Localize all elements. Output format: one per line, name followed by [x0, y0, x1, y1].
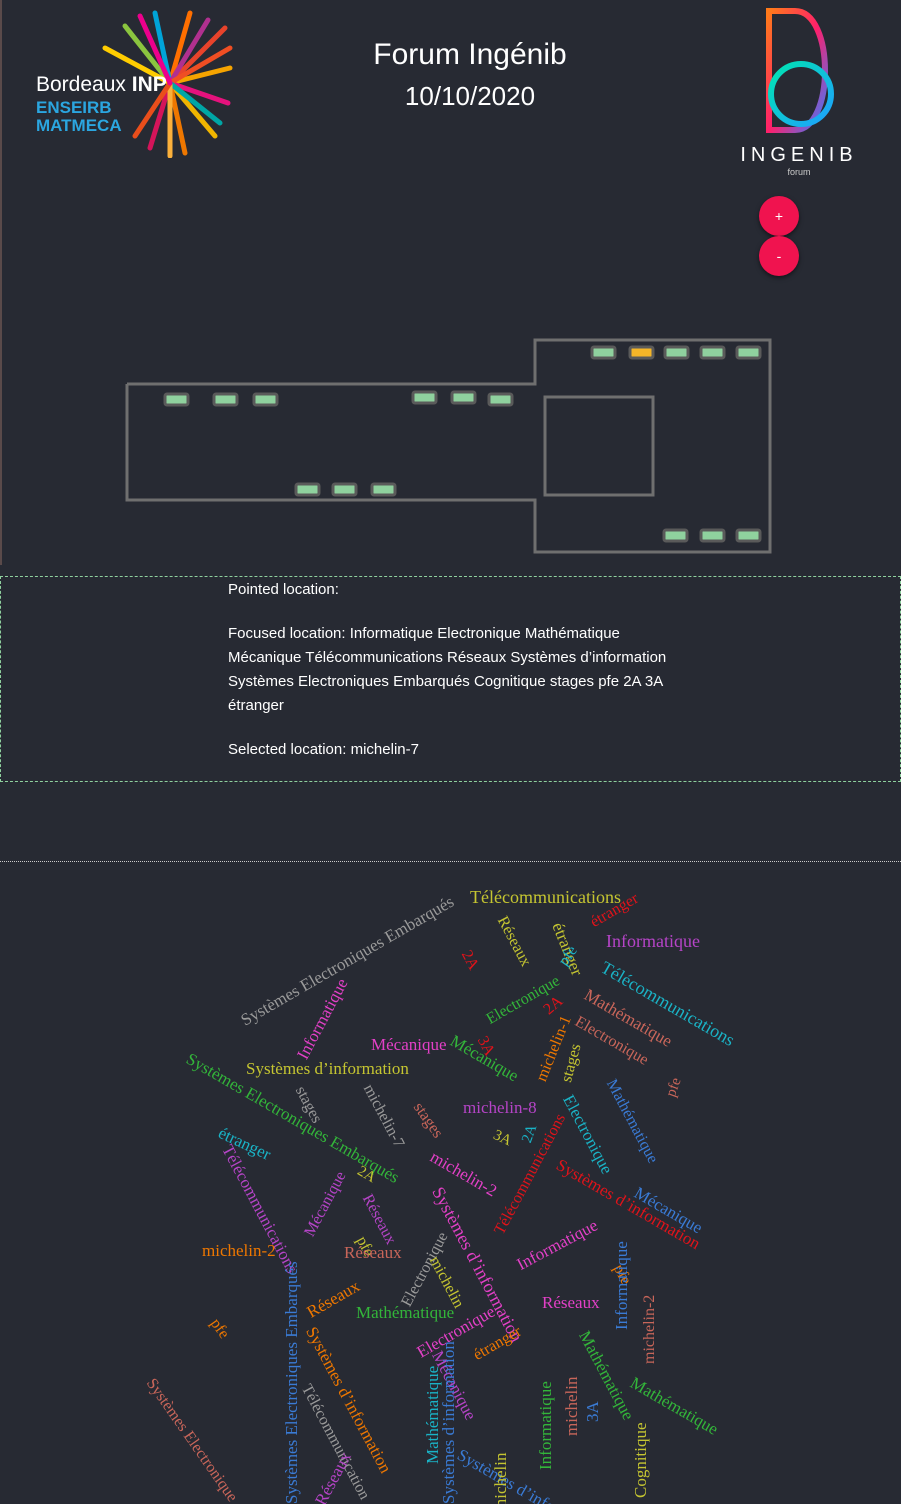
cloud-word: michelin-8 [463, 1098, 537, 1117]
stand-selected[interactable] [628, 345, 655, 360]
left-edge-bar [0, 0, 2, 565]
location-info-panel: Pointed location: Focused location: Info… [0, 576, 901, 782]
stand[interactable] [735, 528, 762, 543]
floor-plan-svg [125, 338, 772, 554]
cloud-word: michelin-2 [641, 1294, 658, 1364]
cloud-word: 3A [583, 1401, 602, 1422]
location-info-text: Pointed location: Focused location: Info… [228, 577, 678, 762]
cloud-word: 3A [490, 1127, 515, 1150]
cloud-word: Télécommunications [470, 887, 621, 907]
cloud-word: Réseaux [493, 913, 535, 970]
center-block [543, 395, 655, 497]
cloud-word: Systèmes d’information [439, 1341, 458, 1504]
title-block: Forum Ingénib 10/10/2020 [300, 36, 640, 114]
cloud-word: Informatique [606, 931, 700, 951]
cloud-word: Informatique [612, 1241, 631, 1330]
ingenib-logo: INGENIB forum [735, 6, 860, 181]
zoom-in-button[interactable]: + [759, 196, 799, 236]
cloud-word: michelin-2 [202, 1241, 276, 1260]
floor-outline [125, 338, 772, 554]
cloud-word: Informatique [536, 1381, 555, 1470]
cloud-word: Réseaux [344, 1243, 402, 1262]
cloud-word: Mécanique [301, 1168, 350, 1240]
floor-plan [0, 300, 901, 570]
cloud-word: étranger [470, 1322, 525, 1364]
cloud-word: Réseaux [303, 1276, 363, 1322]
page-title: Forum Ingénib [373, 38, 567, 71]
section-divider [0, 861, 901, 862]
event-date: 10/10/2020 [404, 81, 536, 111]
stand[interactable] [212, 392, 239, 407]
stand[interactable] [735, 345, 762, 360]
cloud-word: Mathématique [602, 1076, 662, 1167]
stand[interactable] [699, 345, 726, 360]
ingenib-mark-icon [766, 8, 834, 133]
sunburst-icon [102, 10, 233, 159]
stand[interactable] [487, 392, 514, 407]
stand[interactable] [663, 345, 690, 360]
cloud-word: Mathématique [356, 1303, 455, 1322]
focused-location: Focused location: Informatique Electroni… [228, 625, 667, 714]
pointed-location: Pointed location: [228, 581, 339, 598]
cloud-word: pfe [206, 1315, 233, 1342]
cloud-word: Systèmes d’information [246, 1059, 409, 1078]
stand[interactable] [252, 392, 279, 407]
cloud-word: stages [409, 1099, 447, 1142]
cloud-word: Systèmes Electronique [142, 1375, 241, 1504]
stand[interactable] [370, 482, 397, 497]
cloud-word: Cognitique [631, 1422, 650, 1498]
ingenib-sub: forum [787, 167, 811, 177]
stand[interactable] [662, 528, 689, 543]
cloud-word: Systèmes Electroniques Embarqués [237, 891, 458, 1030]
zoom-out-button[interactable]: - [759, 236, 799, 276]
stand[interactable] [411, 390, 438, 405]
cloud-word: michelin [491, 1452, 510, 1504]
selected-location: Selected location: michelin-7 [228, 741, 419, 758]
cloud-word: 2A [457, 947, 483, 973]
stand[interactable] [331, 482, 358, 497]
ingenib-wordmark: INGENIB [740, 144, 858, 166]
stand[interactable] [294, 482, 321, 497]
cloud-word: Systèmes Electroniques Embarqués [282, 1261, 301, 1504]
stand[interactable] [163, 392, 190, 407]
stand[interactable] [450, 390, 477, 405]
cloud-word: Réseaux [542, 1293, 600, 1312]
logo-line1: Bordeaux INP [36, 73, 167, 96]
stand[interactable] [699, 528, 726, 543]
cloud-word: michelin [562, 1376, 581, 1436]
stand[interactable] [590, 345, 617, 360]
cloud-word: Informatique [513, 1215, 601, 1274]
cloud-word: michelin-7 [359, 1081, 408, 1151]
cloud-word: Mécanique [371, 1035, 447, 1054]
cloud-word: pfe [663, 1075, 685, 1100]
